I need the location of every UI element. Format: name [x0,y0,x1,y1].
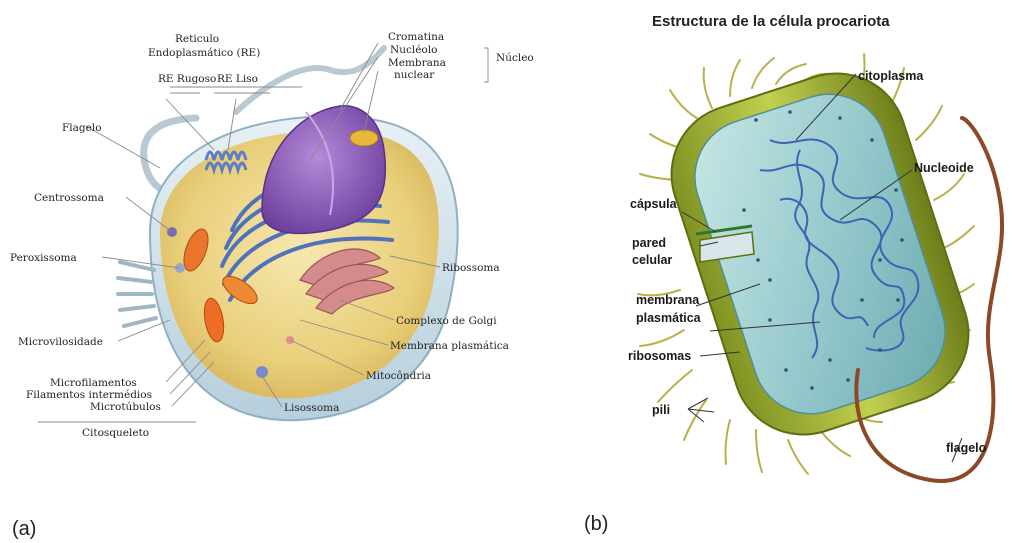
label-membrana-plasmatica: Membrana plasmática [390,340,509,352]
label-peroxissoma: Peroxissoma [10,252,77,264]
label-lisossoma: Lisossoma [284,402,339,414]
panel-a: Reticulo Endoplasmático (RE) RE Rugoso R… [10,31,534,540]
label-membrana-2: plasmática [636,311,702,325]
label-pared-2: celular [632,253,672,267]
label-citoplasma: citoplasma [858,69,924,83]
label-reticulo-2: Endoplasmático (RE) [148,47,260,59]
label-ribossoma: Ribossoma [442,262,500,274]
label-re-rugoso: RE Rugoso [158,73,216,85]
label-citosqueleto: Citosqueleto [82,427,149,439]
label-ribosomas: ribosomas [628,349,691,363]
label-capsula: cápsula [630,197,678,211]
label-nucleo: Núcleo [496,52,534,64]
label-membrana-2: nuclear [394,69,435,81]
label-filamentos: Filamentos intermédios [26,389,152,401]
label-nucleolo: Nucléolo [390,44,437,56]
microvilli [118,262,156,326]
label-flagelo: Flagelo [62,122,102,134]
label-centrossoma: Centrossoma [34,192,104,204]
label-nucleoide: Nucleoide [914,161,974,175]
label-membrana-1: Membrana [388,57,446,69]
label-golgi: Complexo de Golgi [396,315,497,327]
label-re-liso: RE Liso [217,73,258,85]
label-mitocondria: Mitocôndria [366,370,431,382]
panel-b-caption: (b) [584,513,608,535]
panel-b: Estructura de la célula procariota [584,13,1002,535]
label-membrana-1: membrana [636,293,700,307]
panel-a-caption: (a) [12,518,36,540]
label-flagelo-b: flagelo [946,441,987,455]
label-pared-1: pared [632,236,666,250]
label-microfilamentos: Microfilamentos [50,377,137,389]
nuclear-envelope [350,130,378,146]
label-pili: pili [652,403,670,417]
label-microtubulos: Microtúbulos [90,401,161,413]
panel-b-title: Estructura de la célula procariota [652,13,890,30]
label-cromatina: Cromatina [388,31,444,43]
label-reticulo-1: Reticulo [175,33,219,45]
label-microvilosidade: Microvilosidade [18,336,103,348]
